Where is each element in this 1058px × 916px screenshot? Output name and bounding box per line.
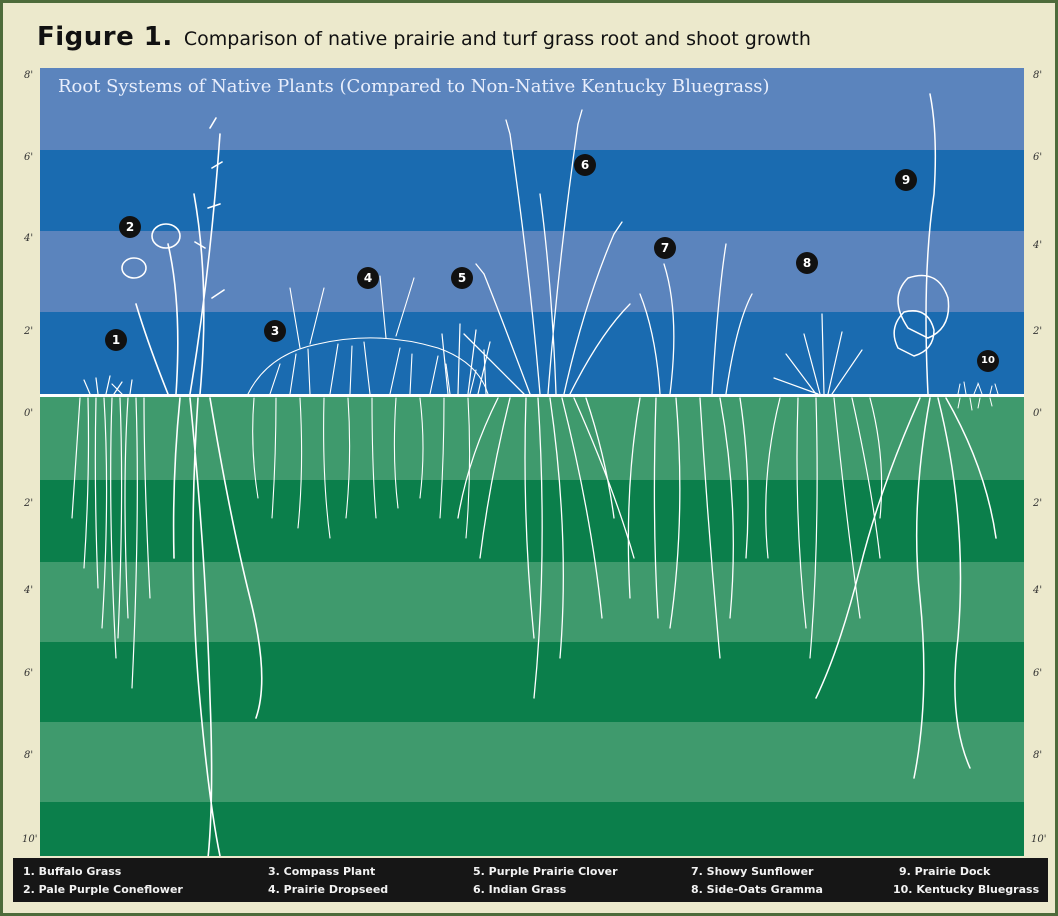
tick-left-below-2: 2' (24, 498, 33, 509)
tick-right-above-2: 2' (1033, 326, 1042, 337)
legend-item-side-oats-gramma: 8. Side-Oats Gramma (691, 883, 823, 896)
prairie-clover-drawing (442, 324, 490, 394)
plant-marker-7: 7 (654, 237, 676, 259)
legend-item-prairie-dropseed: 4. Prairie Dropseed (268, 883, 388, 896)
figure-label: Figure 1. (37, 22, 173, 52)
plant-marker-8: 8 (796, 252, 818, 274)
tick-left-above-6: 6' (24, 152, 33, 163)
legend-item-pale-purple-coneflower: 2. Pale Purple Coneflower (23, 883, 183, 896)
figure-heading: Figure 1. Comparison of native prairie a… (37, 22, 811, 52)
tick-right-below-6: 6' (1033, 668, 1042, 679)
plant-marker-2: 2 (119, 216, 141, 238)
prairie-dropseed-drawing (248, 276, 488, 538)
legend-item-prairie-dock: 9. Prairie Dock (899, 865, 990, 878)
tick-left-ground: 0' (24, 408, 33, 419)
plant-marker-1: 1 (105, 329, 127, 351)
tick-left-below-8: 8' (24, 750, 33, 761)
tick-right-above-4: 4' (1033, 240, 1042, 251)
tick-right-ground: 0' (1033, 408, 1042, 419)
figure-caption: Comparison of native prairie and turf gr… (184, 28, 811, 50)
legend-item-purple-prairie-clover: 5. Purple Prairie Clover (473, 865, 618, 878)
tick-right-below-2: 2' (1033, 498, 1042, 509)
plant-marker-6: 6 (574, 154, 596, 176)
side-oats-gramma-drawing (766, 314, 882, 658)
plant-marker-9: 9 (895, 169, 917, 191)
tick-right-above-8: 8' (1033, 70, 1042, 81)
plant-marker-4: 4 (357, 267, 379, 289)
tick-right-below-10: 10' (1031, 834, 1046, 845)
prairie-dock-drawing (816, 94, 996, 778)
legend-item-showy-sunflower: 7. Showy Sunflower (691, 865, 813, 878)
tick-left-below-6: 6' (24, 668, 33, 679)
legend-item-buffalo-grass: 1. Buffalo Grass (23, 865, 121, 878)
plant-marker-5: 5 (451, 267, 473, 289)
indian-grass-drawing (458, 110, 634, 698)
buffalo-grass-drawing (72, 376, 150, 688)
plant-root-illustration (40, 68, 1024, 856)
tick-right-below-4: 4' (1033, 585, 1042, 596)
tick-left-below-10: 10' (22, 834, 37, 845)
tick-left-below-4: 4' (24, 585, 33, 596)
legend-item-indian-grass: 6. Indian Grass (473, 883, 566, 896)
plant-marker-3: 3 (264, 320, 286, 342)
ground-line (40, 394, 1024, 397)
showy-sunflower-drawing (628, 244, 752, 658)
plant-marker-10: 10 (977, 350, 999, 372)
legend-item-compass-plant: 3. Compass Plant (268, 865, 375, 878)
tick-right-above-6: 6' (1033, 152, 1042, 163)
legend-item-kentucky-bluegrass: 10. Kentucky Bluegrass (893, 883, 1039, 896)
plant-legend: 1. Buffalo Grass 2. Pale Purple Coneflow… (13, 858, 1048, 902)
tick-right-below-8: 8' (1033, 750, 1042, 761)
tick-left-above-8: 8' (24, 70, 33, 81)
tick-left-above-4: 4' (24, 233, 33, 244)
tick-left-above-2: 2' (24, 326, 33, 337)
coneflower-drawing (122, 118, 262, 856)
root-systems-panel: Root Systems of Native Plants (Compared … (40, 68, 1024, 856)
